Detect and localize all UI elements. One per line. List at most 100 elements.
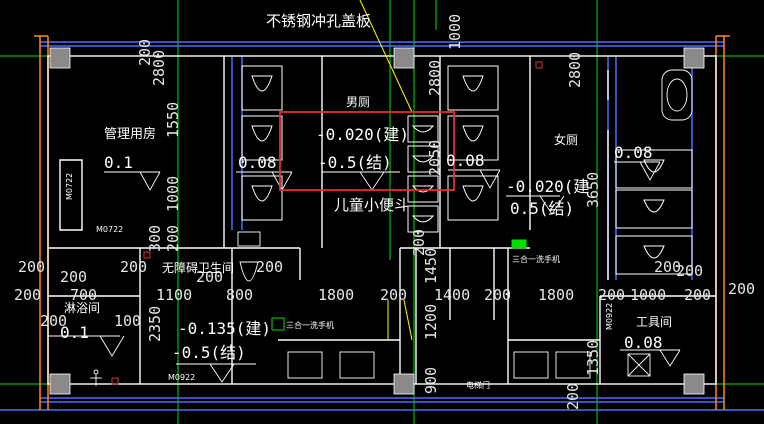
dim-text: 200 — [654, 258, 681, 276]
dim-text: 1550 — [164, 102, 182, 138]
column — [393, 373, 415, 395]
urinal-stall — [407, 145, 439, 173]
dim-text: 1350 — [584, 340, 602, 376]
urinal-stall — [407, 205, 439, 233]
level-text: -0.135(建) — [178, 319, 271, 338]
level-text: 0.1 — [60, 323, 89, 342]
column — [49, 373, 71, 395]
dim-text: 1200 — [422, 304, 440, 340]
dim-text: 2350 — [146, 306, 164, 342]
dim-text: 200 — [380, 286, 407, 304]
red-marker — [143, 251, 151, 259]
dim-text: 2050 — [426, 140, 444, 176]
stall-partitions — [241, 65, 693, 275]
room-label-female: 女厕 — [554, 132, 578, 147]
column — [49, 47, 71, 69]
appliance-marker — [511, 239, 527, 249]
appliance-marks — [271, 239, 527, 331]
dim-text: 2800 — [150, 50, 168, 86]
appliance-label: 三合一洗手机 — [286, 320, 334, 330]
dim-text: 200 — [164, 225, 182, 252]
room-label-mgmt: 管理用房 — [104, 126, 156, 142]
urinal-stall — [447, 115, 499, 161]
urinal-stall — [241, 65, 283, 111]
dim-text: 300 — [146, 225, 164, 252]
floor-drain-icon — [627, 353, 651, 377]
level-text-highlight: -0.5(结) — [318, 153, 392, 172]
highlight-box[interactable] — [279, 111, 455, 191]
dim-text: 200 — [684, 286, 711, 304]
dimension-labels: 200 700 1100 800 1800 200 1400 200 1800 … — [14, 258, 755, 330]
level-labels: 0.1 0.1 0.08 0.08 0.08 0.08 -0.020(建) -0… — [60, 125, 663, 362]
room-label-male: 男厕 — [346, 95, 370, 109]
door-tag: M0922 — [168, 373, 195, 382]
urinal-stall — [407, 175, 439, 203]
dim-text: 200 — [60, 268, 87, 286]
level-text-highlight: -0.020(建) — [316, 125, 409, 144]
dim-text: 1800 — [318, 286, 354, 304]
dim-text: 200 — [564, 383, 582, 410]
dim-text: 1000 — [630, 286, 666, 304]
dim-text: 1400 — [434, 286, 470, 304]
level-text: 0.1 — [104, 153, 133, 172]
column — [683, 47, 705, 69]
urinal-stall — [447, 175, 499, 221]
red-marks — [111, 61, 543, 385]
callout-cover-plate: 不锈钢冲孔盖板 — [266, 12, 371, 30]
dim-text: 900 — [422, 367, 440, 394]
callout-leader — [359, 0, 413, 341]
dim-text: 1000 — [164, 176, 182, 212]
dim-text: 800 — [226, 286, 253, 304]
dim-text: 1450 — [422, 248, 440, 284]
dim-text: 1000 — [446, 14, 464, 50]
dim-text: 200 — [598, 286, 625, 304]
dim-text: 700 — [70, 286, 97, 304]
bathtub-icon — [661, 69, 693, 121]
dim-text: 200 — [14, 286, 41, 304]
callout-child-urinal: 儿童小便斗 — [334, 196, 409, 214]
dim-text: 200 — [676, 262, 703, 280]
structural-columns — [49, 47, 705, 395]
level-text: 0.5(结) — [510, 199, 574, 218]
dim-text: 1800 — [538, 286, 574, 304]
shower-head-icon — [90, 369, 102, 386]
urinal-stall — [615, 149, 693, 189]
dim-text: 2800 — [426, 60, 444, 96]
dim-text: 200 — [136, 39, 154, 66]
dim-text: 200 — [196, 268, 223, 286]
level-text: -0.020(建 — [506, 177, 589, 196]
dim-text: 200 — [410, 229, 428, 256]
level-text: 0.08 — [614, 143, 653, 162]
urinal-stall — [241, 175, 283, 221]
level-text: 0.08 — [624, 333, 663, 352]
urinal-stall — [447, 65, 499, 111]
column — [683, 373, 705, 395]
room-label-shower: 淋浴间 — [64, 301, 100, 315]
door-tag: M0922 — [605, 303, 614, 330]
level-text: 0.08 — [446, 151, 485, 170]
dim-text: 200 — [120, 258, 147, 276]
column — [393, 47, 415, 69]
urinal-stall — [407, 115, 439, 143]
appliance-label: 三合一洗手机 — [512, 254, 560, 264]
red-marker — [535, 61, 543, 69]
dim-text: 200 — [40, 312, 67, 330]
dim-text: 2800 — [566, 52, 584, 88]
dim-text: 3650 — [584, 172, 602, 208]
level-text: 0.08 — [238, 153, 277, 172]
vertical-dimension-labels: 2800 200 1550 1000 300 200 2350 2050 100… — [136, 14, 602, 410]
interior-walls — [47, 55, 717, 385]
level-text: -0.5(结) — [172, 343, 246, 362]
door-tag: M0722 — [65, 173, 74, 200]
dim-text: 200 — [728, 280, 755, 298]
dim-text: 1100 — [156, 286, 192, 304]
urinal-stall — [615, 235, 693, 275]
fixtures — [90, 69, 693, 386]
dim-text: 200 — [18, 258, 45, 276]
dim-text: 100 — [114, 312, 141, 330]
urinal-stall — [241, 115, 283, 161]
door-tag: M0722 — [96, 225, 123, 234]
red-marker — [111, 377, 119, 385]
